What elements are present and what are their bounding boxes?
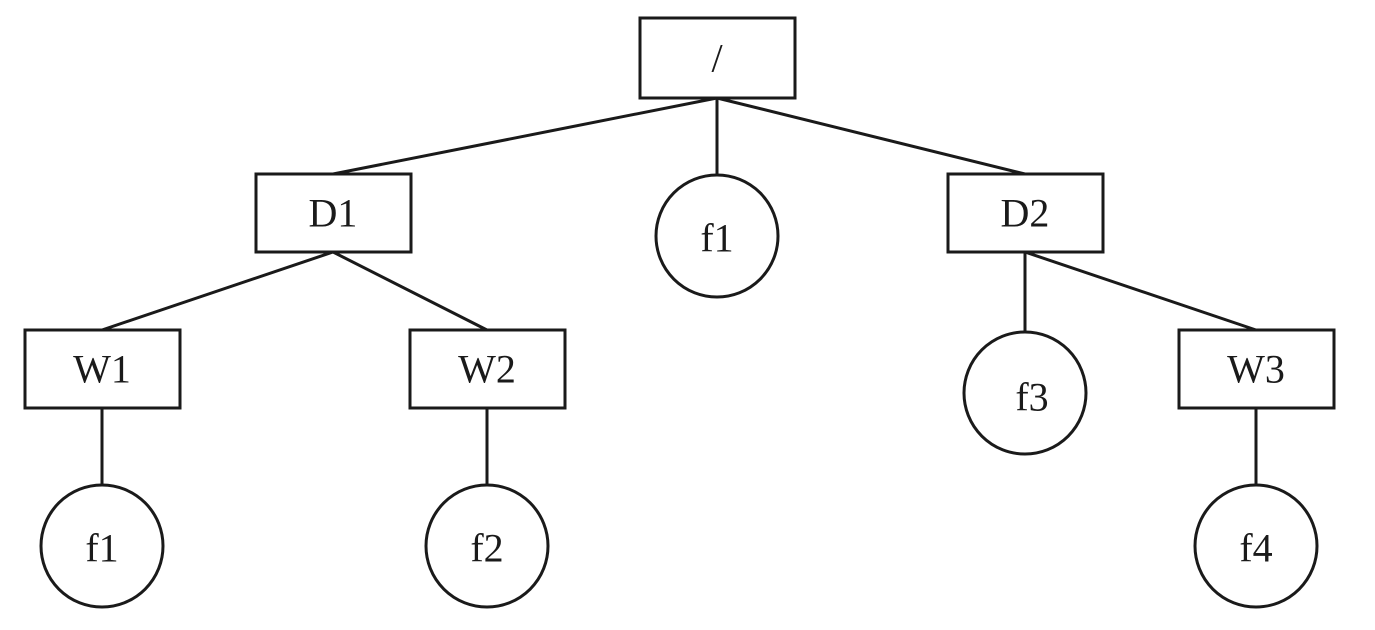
node-w1-label: W1	[73, 347, 131, 392]
node-w2-box	[408, 328, 567, 410]
node-f2-circle	[424, 483, 550, 609]
edges-layer	[100, 96, 1258, 485]
node-d2: D2	[946, 172, 1105, 254]
node-w3: W3	[1177, 328, 1336, 410]
node-f1-bottom: f1	[39, 483, 165, 609]
node-f3: f3	[962, 330, 1088, 456]
node-f4-circle	[1193, 483, 1319, 609]
node-d1-box	[254, 172, 413, 254]
node-d2-label: D2	[1001, 191, 1050, 236]
node-w3-label: W3	[1227, 347, 1285, 392]
node-root: /	[638, 16, 797, 100]
node-d1: D1	[254, 172, 413, 254]
node-w1: W1	[23, 328, 182, 410]
node-f1-top-circle	[654, 173, 780, 299]
edge-root-to-d2	[716, 96, 1026, 176]
node-f4: f4	[1193, 483, 1319, 609]
node-w1-box	[23, 328, 182, 410]
node-d2-box	[946, 172, 1105, 254]
edge-d1-to-w1	[101, 250, 334, 332]
node-w2-label: W2	[458, 347, 516, 392]
edge-d2-to-w3	[1024, 250, 1257, 332]
node-d1-label: D1	[309, 191, 358, 236]
node-f2-label: f2	[470, 526, 503, 571]
node-f3-label: f3	[1015, 375, 1048, 420]
edge-root-to-d1	[332, 96, 718, 176]
node-f2: f2	[424, 483, 550, 609]
node-f1-bottom-label: f1	[85, 526, 118, 571]
node-w2: W2	[408, 328, 567, 410]
node-f4-label: f4	[1239, 526, 1272, 571]
node-root-box	[638, 16, 797, 100]
node-f1-top: f1	[654, 173, 780, 299]
edge-d1-to-w2	[332, 250, 488, 332]
node-f1-top-label: f1	[700, 216, 733, 261]
node-f1-bottom-circle	[39, 483, 165, 609]
node-f3-circle	[962, 330, 1088, 456]
node-root-label: /	[711, 36, 723, 81]
node-w3-box	[1177, 328, 1336, 410]
